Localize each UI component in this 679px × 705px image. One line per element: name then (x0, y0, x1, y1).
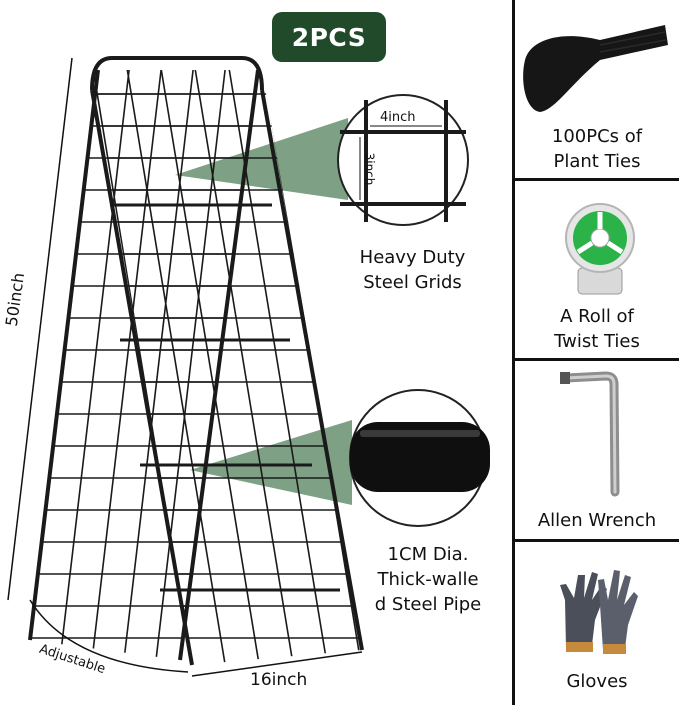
grid-line (155, 70, 227, 660)
grid-height-label: 3inch (362, 152, 377, 186)
accessory-line: Allen Wrench (537, 510, 657, 531)
grid-width-label: 4inch (380, 110, 416, 125)
grid-line (159, 70, 261, 665)
grid-line (91, 70, 163, 660)
allen-wrench-icon (560, 371, 620, 497)
grid-line (125, 70, 227, 665)
accessory-line: 100PCs of (551, 126, 643, 147)
grid-callout-line1: Heavy Duty (359, 247, 466, 268)
pipe-zoom-circle (349, 389, 490, 527)
accessory-line: A Roll of (560, 306, 634, 327)
pipe-callout-wedge (190, 420, 352, 505)
accessory-label-gloves: Gloves (515, 669, 679, 694)
gloves-icon (560, 570, 638, 654)
pipe-callout-line2: Thick-walle (377, 569, 479, 590)
twist-tie-roll-icon (565, 203, 635, 295)
accessories-panel (512, 0, 679, 705)
width-dimension-line (191, 651, 363, 677)
accessory-divider (512, 358, 679, 361)
pipe-callout-line1: 1CM Dia. (387, 544, 469, 565)
cable-ties-icon (523, 25, 668, 112)
accessory-label-allen-wrench: Allen Wrench (515, 508, 679, 533)
quantity-badge: 2PCS (272, 12, 386, 62)
spread-dimension-arc (29, 599, 189, 673)
height-dimension-line (7, 57, 73, 601)
accessory-label-plant-ties: 100PCs of Plant Ties (515, 124, 679, 174)
accessory-divider (512, 178, 679, 181)
grid-callout-wedge (175, 118, 348, 200)
grid-line (193, 70, 295, 665)
grid-line (59, 70, 131, 660)
grid-callout-text: Heavy Duty Steel Grids (340, 245, 485, 295)
accessory-line: Gloves (566, 671, 628, 692)
accessory-divider (512, 539, 679, 542)
accessory-label-twist-ties: A Roll of Twist Ties (515, 304, 679, 354)
grid-line (227, 70, 329, 665)
width-label: 16inch (250, 670, 308, 690)
accessory-line: Twist Ties (554, 331, 640, 352)
grid-callout-line2: Steel Grids (363, 272, 462, 293)
grid-zoom-circle (337, 94, 469, 226)
accessory-line: Plant Ties (553, 151, 641, 172)
pipe-callout-text: 1CM Dia. Thick-walle d Steel Pipe (368, 542, 488, 617)
pipe-callout-line3: d Steel Pipe (374, 594, 482, 615)
grid-line (123, 70, 195, 660)
